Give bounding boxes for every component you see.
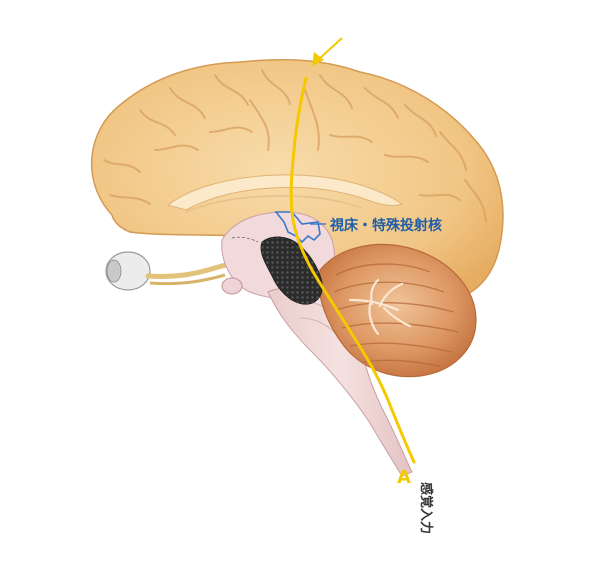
eye-and-optic-nerve: [105, 251, 251, 291]
thalamus-label: 視床・特殊投射核: [310, 217, 442, 234]
pathway-line: [289, 76, 416, 464]
sulci: [103, 69, 487, 223]
sensory-pathway: [289, 37, 416, 464]
specific-projection-nucleus: [260, 236, 323, 305]
cortex-arrow-head: [312, 52, 324, 66]
corpus-callosum: [166, 174, 404, 211]
pathway-marker-a: A: [397, 467, 411, 488]
sensory-input-text: 感覚入力: [418, 482, 434, 534]
pituitary: [221, 277, 243, 295]
thalamus-nucleus-label: 視床・特殊投射核: [329, 217, 442, 234]
sensory-input-label: A 感覚入力: [397, 467, 434, 534]
cortex-arrow-line: [317, 37, 343, 61]
thalamus-region: [231, 211, 323, 305]
nucleus-outline: [274, 211, 321, 244]
arbor-vitae: [348, 278, 412, 336]
cerebrum: [90, 58, 504, 305]
